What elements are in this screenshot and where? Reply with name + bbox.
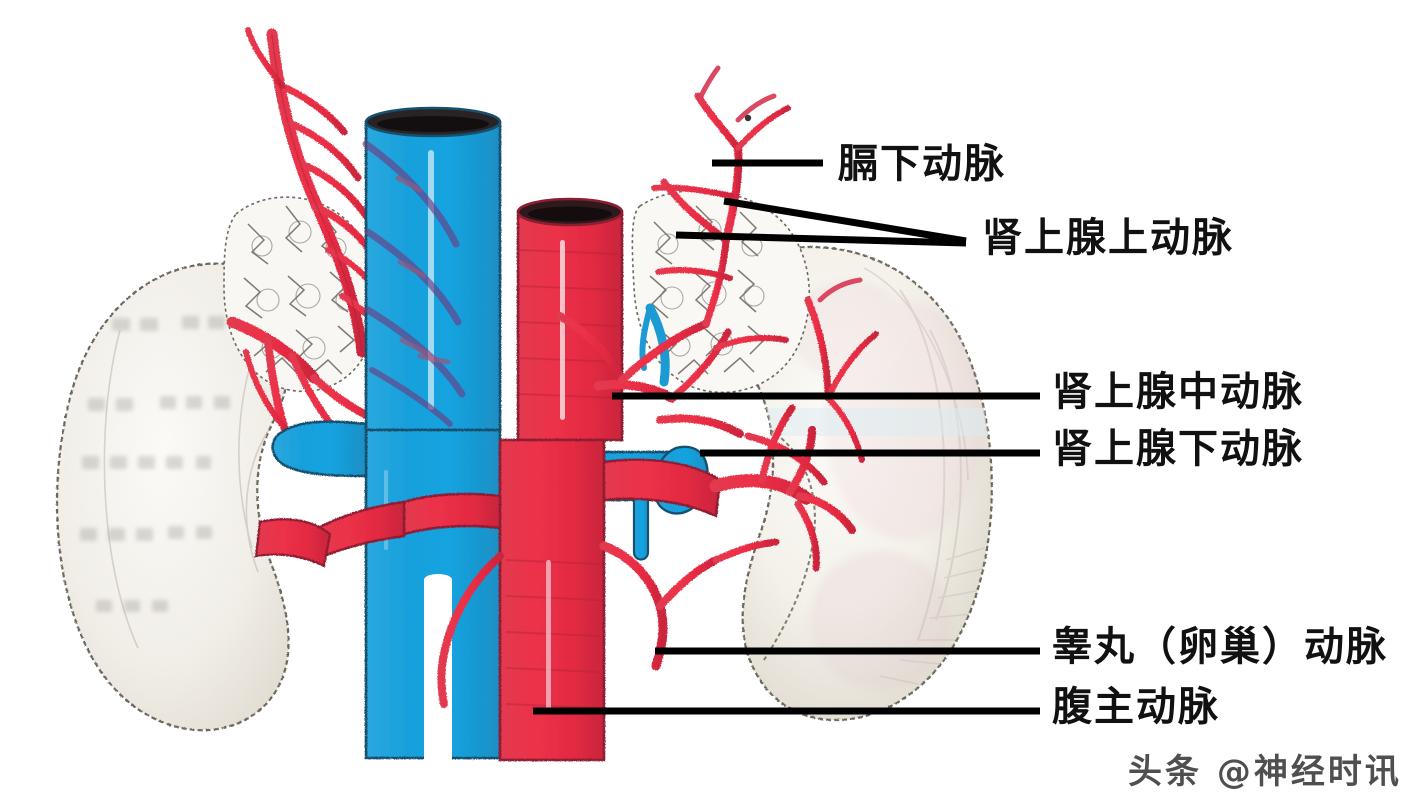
label-testicular-ovarian-artery: 睾丸（卵巢）动脉 [1052,623,1388,670]
right-adrenal-twigs [697,65,863,303]
right-suprarenal-arteries [556,92,828,486]
label-superior-suprarenal-artery: 肾上腺上动脉 [982,214,1234,261]
testicular-ovarian-artery [437,538,780,708]
leader-line-superior-suprarenal-artery-1 [675,231,967,247]
label-inferior-suprarenal-artery: 肾上腺下动脉 [1052,425,1304,472]
label-abdominal-aorta: 腹主动脉 [1052,683,1220,730]
vessels-over-vena-cava [362,140,466,427]
leader-lines [533,159,1040,715]
watermark: 头条 @神经时讯 [1128,752,1402,792]
left-kidney-group [55,262,291,732]
label-middle-suprarenal-artery: 肾上腺中动脉 [1052,368,1304,415]
label-inferior-phrenic-artery: 膈下动脉 [838,140,1006,187]
left-kidney-body [55,262,291,732]
leader-line-superior-suprarenal-artery-0 [723,197,967,245]
